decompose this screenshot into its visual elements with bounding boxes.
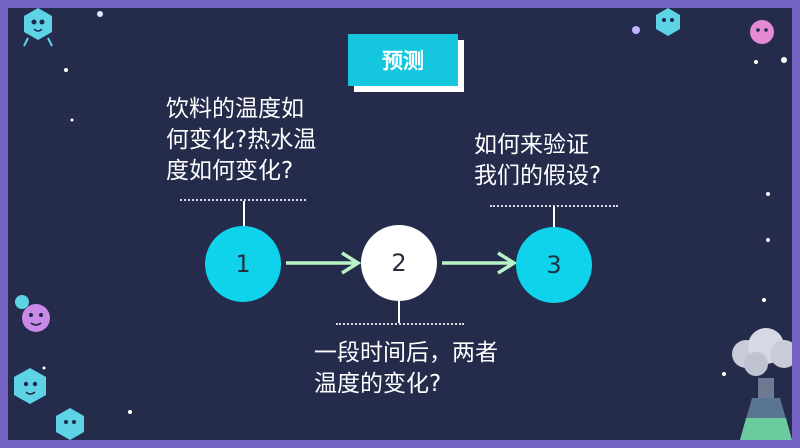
title-button[interactable]: 预测 <box>348 34 464 92</box>
slide-board: 预测 饮料的温度如 何变化?热水温 度如何变化? 如何来验证 我们的假设? <box>8 8 792 440</box>
step-2-question: 一段时间后，两者 温度的变化? <box>314 338 498 400</box>
step-2-circle[interactable]: 2 <box>361 225 437 301</box>
question-line: 温度的变化? <box>314 371 442 397</box>
hexagon-mascot-icon <box>56 408 84 440</box>
flow-arrows <box>286 251 518 275</box>
question-line: 如何来验证 <box>474 132 589 158</box>
step-3-connector <box>553 207 555 227</box>
hexagon-mascot-icon <box>656 8 680 36</box>
arrow-right-icon <box>442 251 518 275</box>
hexagon-mascot-icon <box>14 368 46 404</box>
step-3-dotted-line <box>490 205 618 207</box>
step-1-question: 饮料的温度如 何变化?热水温 度如何变化? <box>166 94 316 187</box>
decorations <box>14 8 792 440</box>
question-line: 饮料的温度如 <box>166 96 304 122</box>
hexagon-mascot-icon <box>23 8 53 47</box>
title-label: 预测 <box>348 34 458 86</box>
question-line: 我们的假设? <box>474 163 602 189</box>
question-line: 度如何变化? <box>166 158 294 184</box>
step-3-number: 3 <box>546 251 562 279</box>
arrow-right-icon <box>286 251 362 275</box>
step-2-number: 2 <box>391 249 407 277</box>
step-1-number: 1 <box>235 250 251 278</box>
step-2-dotted-line <box>336 323 464 325</box>
step-1-connector <box>243 201 245 233</box>
blob-mascot-icon <box>15 295 50 332</box>
step-3-circle[interactable]: 3 <box>516 227 592 303</box>
blob-mascot-icon <box>750 20 774 44</box>
question-line: 一段时间后，两者 <box>314 340 498 366</box>
question-line: 何变化?热水温 <box>166 127 317 153</box>
step-2-connector <box>398 301 400 323</box>
flask-icon <box>732 328 792 440</box>
step-3-question: 如何来验证 我们的假设? <box>474 130 601 192</box>
sparkles <box>42 11 787 414</box>
step-1-circle[interactable]: 1 <box>205 226 281 302</box>
step-1-dotted-line <box>180 199 306 201</box>
